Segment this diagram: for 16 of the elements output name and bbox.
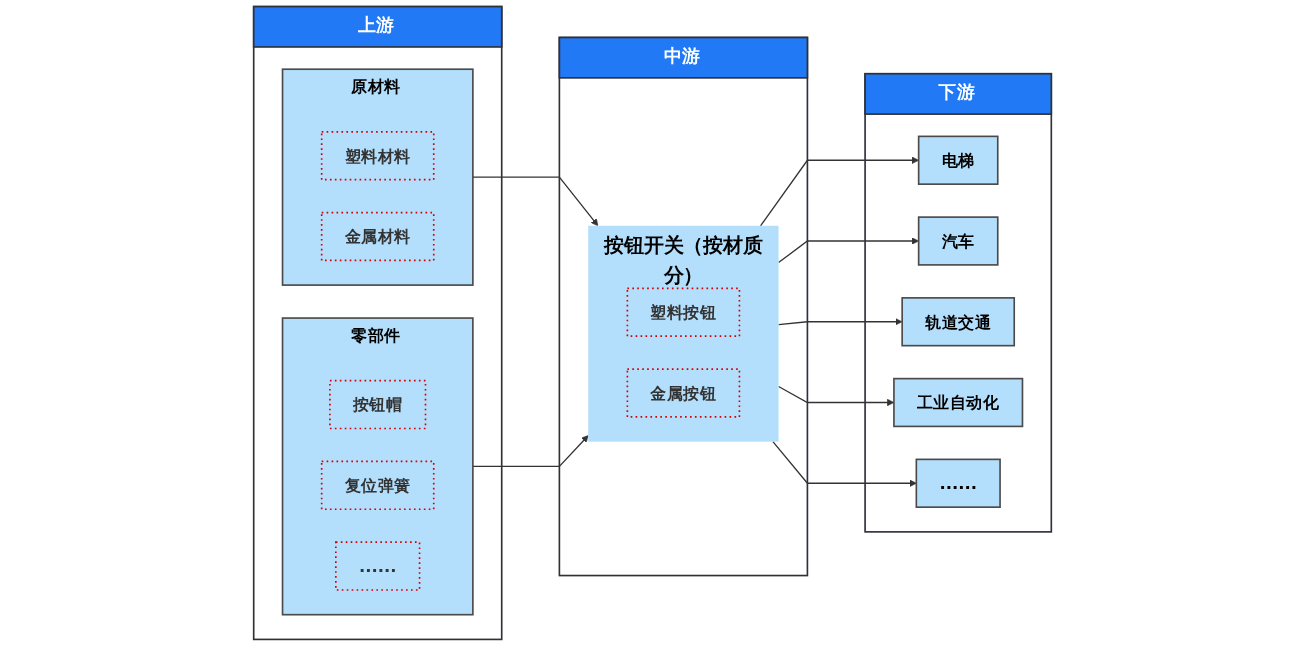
node-box: 轨道交通 — [901, 297, 1016, 347]
node-box: ...... — [915, 458, 1001, 508]
node-box: 金属按钮 — [626, 368, 741, 418]
node-box: 汽车 — [917, 216, 999, 266]
node-box: 按钮帽 — [329, 379, 427, 430]
node-box: 工业自动化 — [893, 377, 1024, 428]
arrow — [772, 441, 917, 487]
arrow — [759, 156, 919, 227]
node-box: 电梯 — [917, 135, 999, 185]
arrow — [777, 318, 903, 326]
arrow — [472, 435, 589, 468]
node-box: 金属材料 — [320, 211, 435, 262]
arrow — [777, 237, 919, 264]
arrow — [472, 176, 599, 227]
node-box: 塑料按钮 — [626, 287, 741, 337]
node-box: 复位弹簧 — [320, 460, 435, 511]
